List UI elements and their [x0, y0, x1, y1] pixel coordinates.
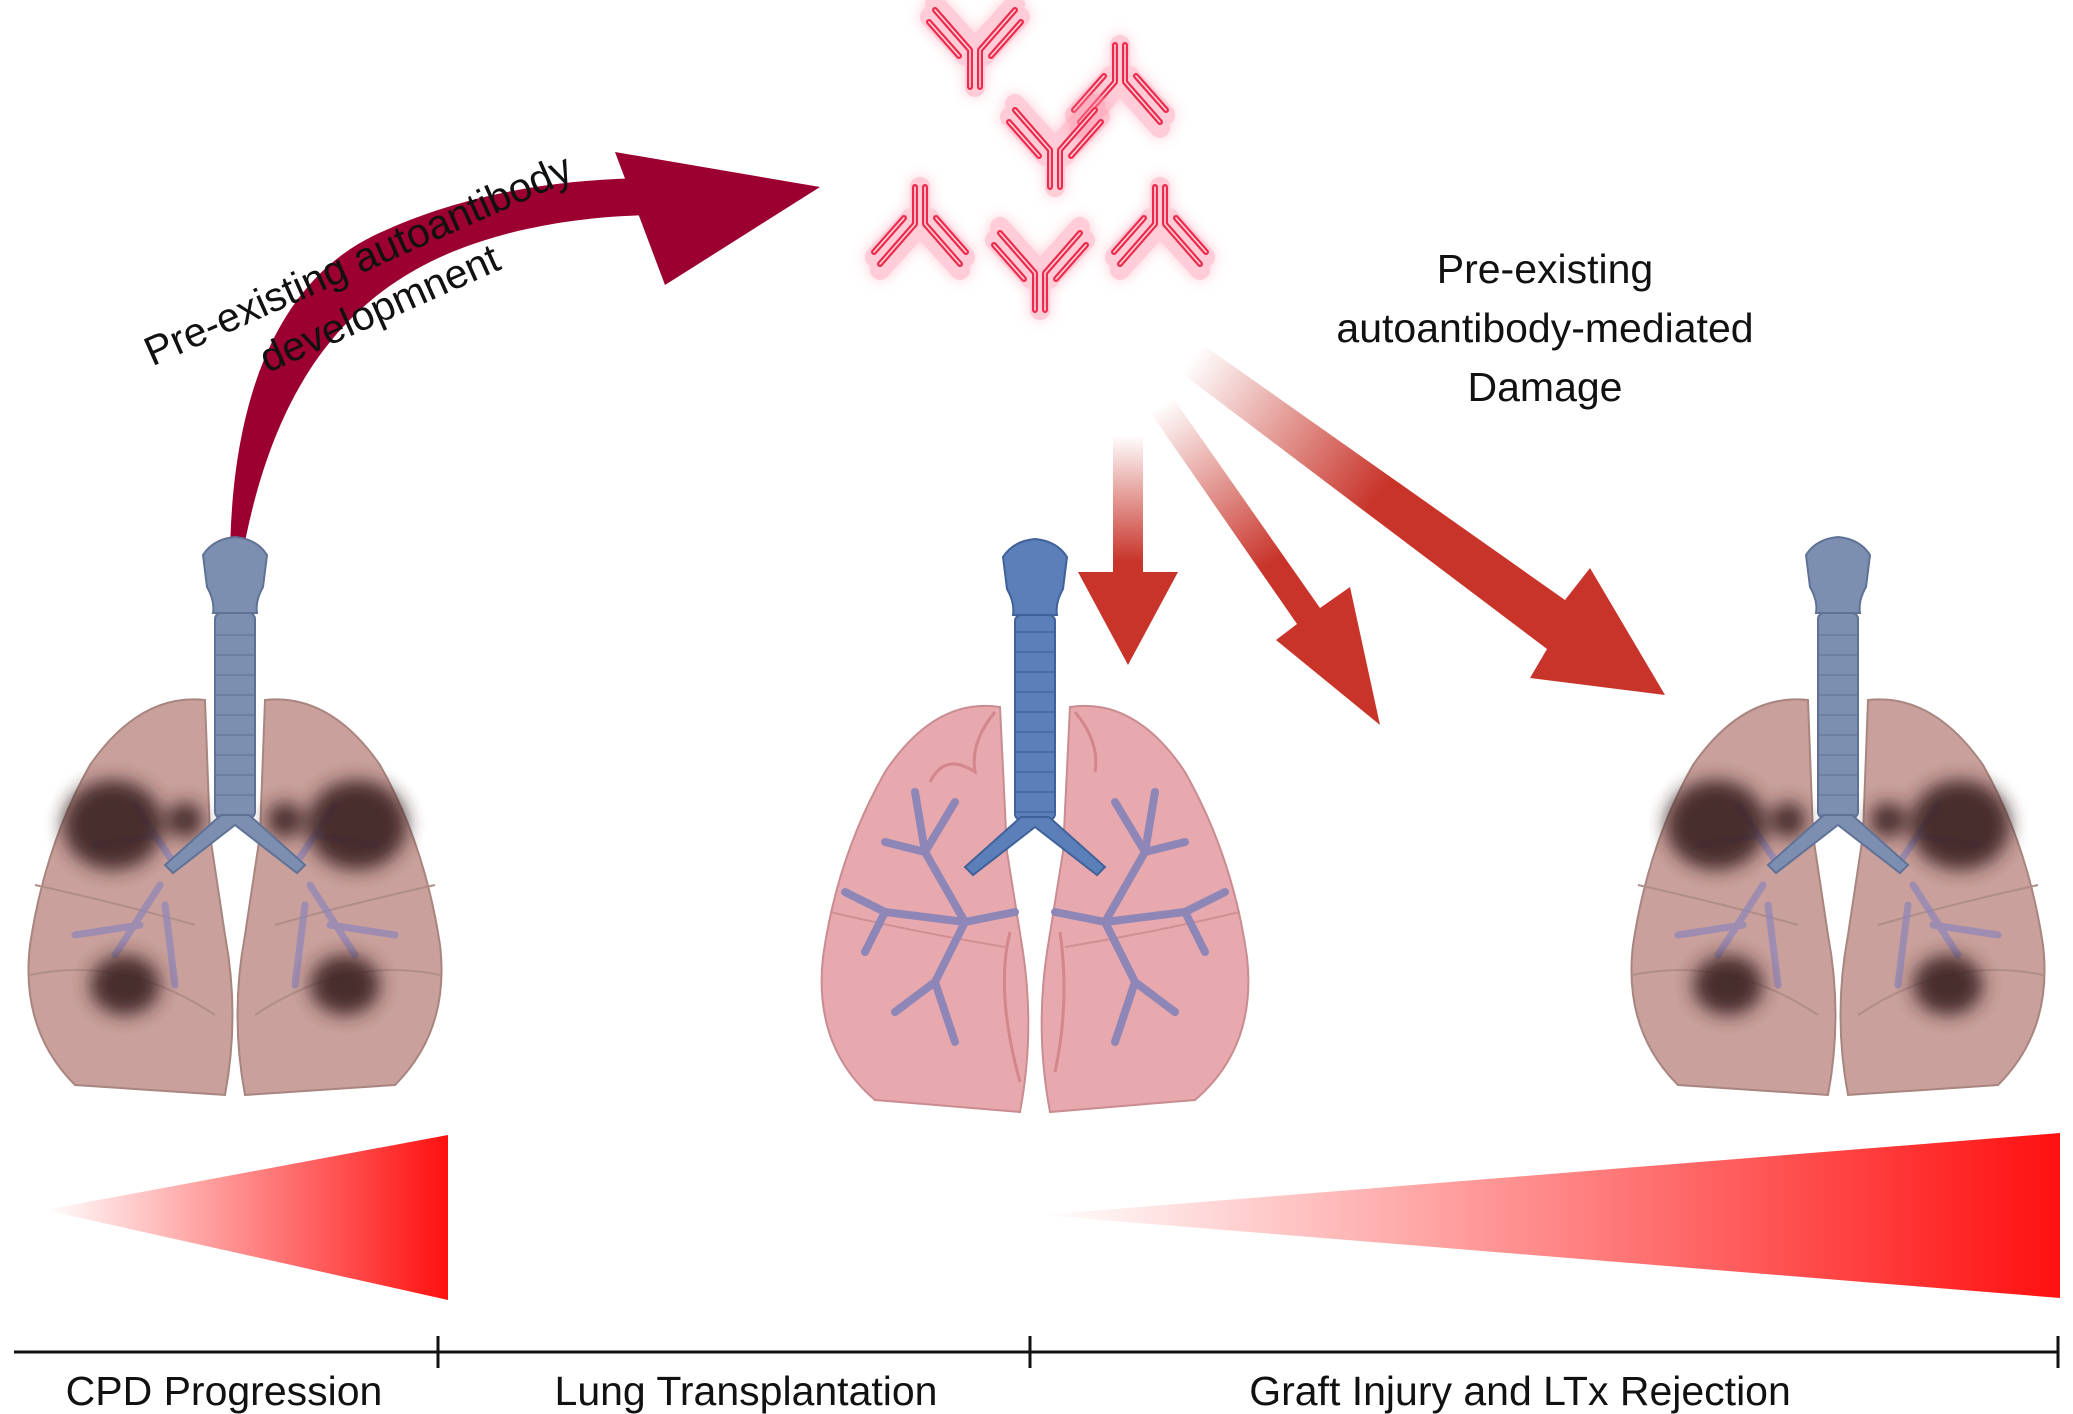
- healthy-lung-icon: [822, 538, 1249, 1112]
- timeline-label-cpd-progression: CPD Progression: [66, 1368, 383, 1414]
- diseased-lung-icon: [1631, 536, 2044, 1095]
- cpd-progression-wedge: [45, 1135, 448, 1300]
- damage-arrow-down: [1078, 435, 1178, 665]
- damage-label-line3: Damage: [1468, 364, 1623, 410]
- antibody-icon: [929, 4, 1021, 87]
- development-arrow: [229, 152, 820, 628]
- timeline-label-lung-transplantation: Lung Transplantation: [555, 1368, 938, 1414]
- antibody-icon: [874, 187, 966, 270]
- damage-arrow-right: [1180, 344, 1665, 695]
- damage-label-line2: autoantibody-mediated: [1336, 305, 1753, 351]
- damage-label-line1: Pre-existing: [1437, 246, 1653, 292]
- damage-label: Pre-existing autoantibody-mediated Damag…: [1336, 246, 1753, 410]
- damage-arrows: [1078, 344, 1665, 725]
- rejection-progression-wedge: [1040, 1133, 2060, 1298]
- antibody-icon: [1009, 104, 1101, 187]
- diseased-lung-icon: [28, 536, 441, 1095]
- damage-arrow-diagonal: [1150, 398, 1380, 725]
- antibody-icon: [1114, 187, 1206, 270]
- antibody-cluster: [874, 4, 1206, 310]
- timeline: [14, 1336, 2060, 1368]
- timeline-label-graft-injury: Graft Injury and LTx Rejection: [1249, 1368, 1791, 1414]
- antibody-icon: [994, 227, 1086, 310]
